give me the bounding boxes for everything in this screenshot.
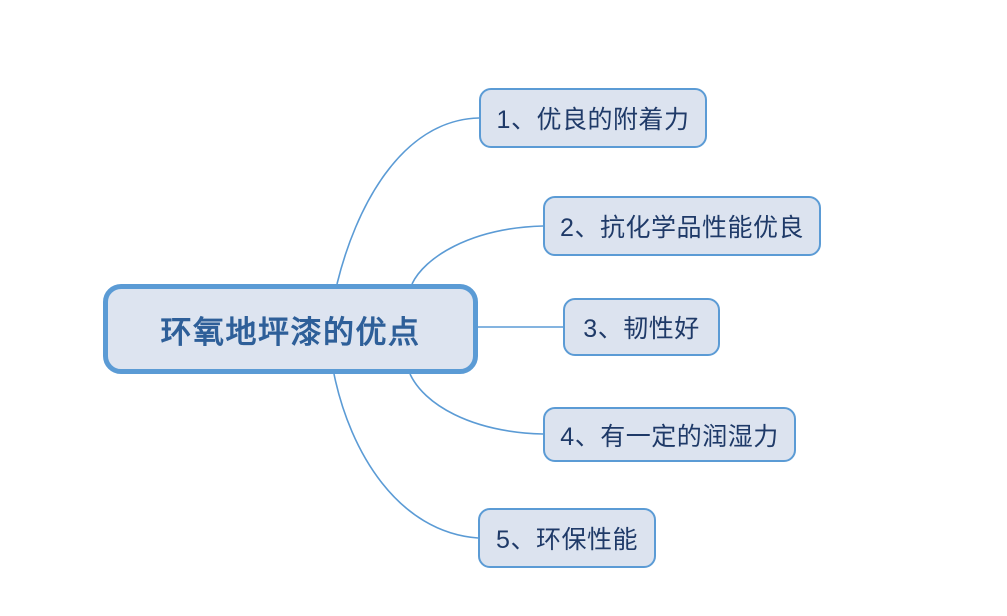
connector-root-to-branch-5 (333, 373, 479, 539)
root-node[interactable]: 环氧地坪漆的优点 (103, 284, 478, 374)
branch-node-3-label: 3、韧性好 (583, 315, 700, 343)
branch-node-2-label: 2、抗化学品性能优良 (560, 214, 804, 242)
connector-root-to-branch-4 (409, 373, 544, 435)
branch-node-4[interactable]: 4、有一定的润湿力 (543, 407, 796, 462)
branch-node-5[interactable]: 5、环保性能 (478, 508, 656, 568)
branch-node-1-label: 1、优良的附着力 (496, 106, 690, 134)
connector-root-to-branch-2 (411, 225, 544, 285)
branch-node-2[interactable]: 2、抗化学品性能优良 (543, 196, 821, 256)
branch-node-1[interactable]: 1、优良的附着力 (479, 88, 707, 148)
connector-root-to-branch-1 (336, 117, 480, 285)
branch-node-4-label: 4、有一定的润湿力 (560, 422, 779, 451)
branch-node-3[interactable]: 3、韧性好 (563, 298, 720, 356)
root-node-label: 环氧地坪漆的优点 (160, 314, 421, 350)
branch-node-5-label: 5、环保性能 (496, 526, 638, 554)
